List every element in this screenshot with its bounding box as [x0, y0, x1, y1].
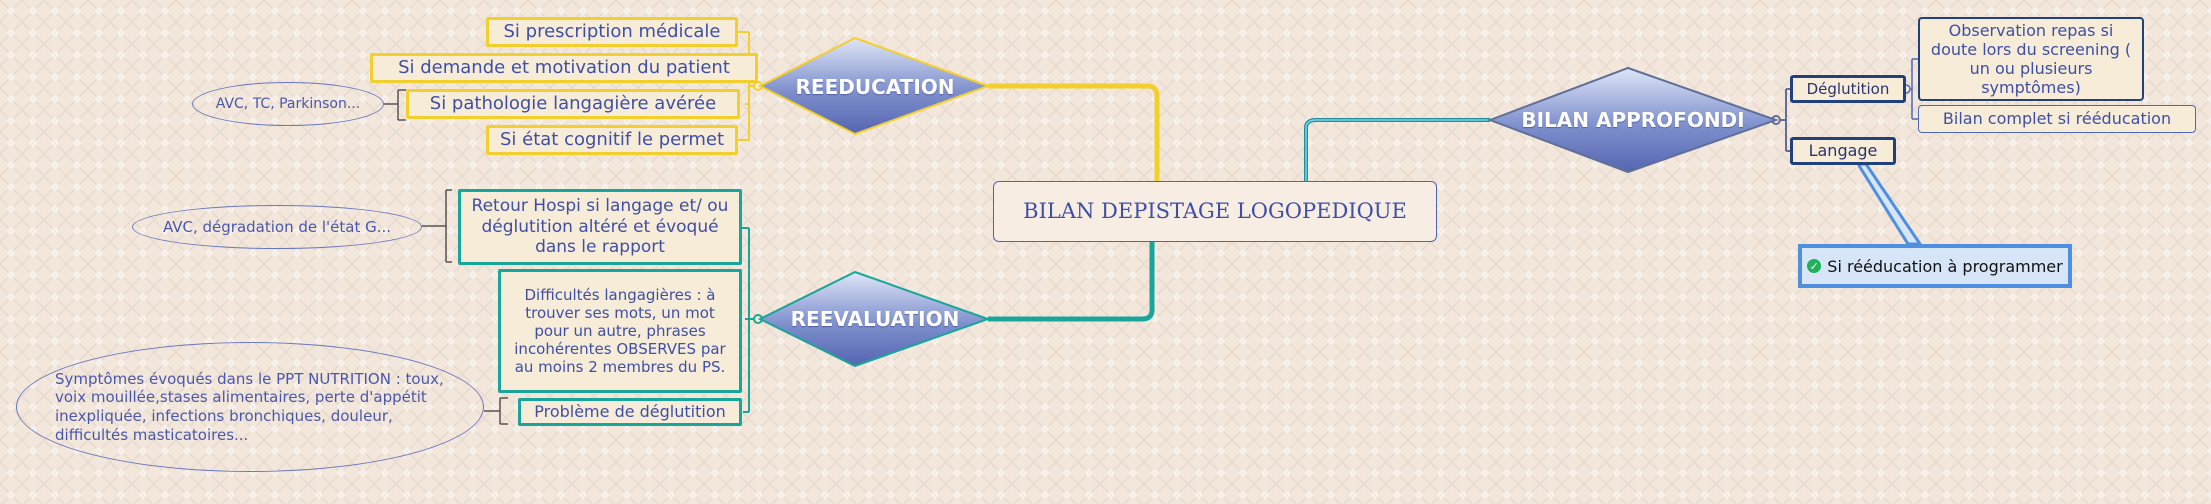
check-icon: ✓ — [1807, 259, 1822, 273]
deglutition-bilan-complet[interactable]: Bilan complet si rééducation — [1918, 105, 2196, 133]
central-topic[interactable]: BILAN DEPISTAGE LOGOPEDIQUE — [993, 181, 1437, 242]
reeducation-item-prescription[interactable]: Si prescription médicale — [486, 17, 738, 47]
reeducation-diamond — [757, 36, 991, 136]
reeducation-item-etat-cognitif[interactable]: Si état cognitif le permet — [486, 125, 738, 155]
bilan-langage[interactable]: Langage — [1790, 137, 1896, 165]
reevaluation-item-retour-hospi[interactable]: Retour Hospi si langage et/ ou déglutiti… — [458, 189, 742, 265]
reeducation-item-motivation[interactable]: Si demande et motivation du patient — [370, 53, 758, 83]
reevaluation-note-avc[interactable]: AVC, dégradation de l'état G... — [132, 205, 422, 249]
reeducation-label[interactable]: REEDUCATION — [795, 75, 955, 99]
bilan-approfondi-label[interactable]: BILAN APPROFONDI — [1521, 108, 1745, 132]
callout-text: Si rééducation à programmer — [1827, 256, 2063, 276]
reevaluation-diamond — [757, 270, 992, 368]
reeducation-item-pathologie[interactable]: Si pathologie langagière avérée — [406, 89, 740, 119]
reevaluation-label[interactable]: REEVALUATION — [790, 307, 960, 331]
langage-callout[interactable]: ✓ Si rééducation à programmer — [1798, 244, 2072, 288]
reevaluation-note-symptomes[interactable]: Symptômes évoqués dans le PPT NUTRITION … — [16, 342, 484, 472]
bilan-approfondi-diamond — [1487, 66, 1780, 174]
deglutition-observation-repas[interactable]: Observation repas si doute lors du scree… — [1918, 17, 2144, 101]
reevaluation-item-difficultes[interactable]: Difficultés langagières : à trouver ses … — [498, 269, 742, 393]
bilan-deglutition[interactable]: Déglutition — [1790, 75, 1906, 103]
reeducation-note[interactable]: AVC, TC, Parkinson... — [192, 82, 384, 126]
reevaluation-item-deglutition[interactable]: Problème de déglutition — [518, 398, 742, 426]
